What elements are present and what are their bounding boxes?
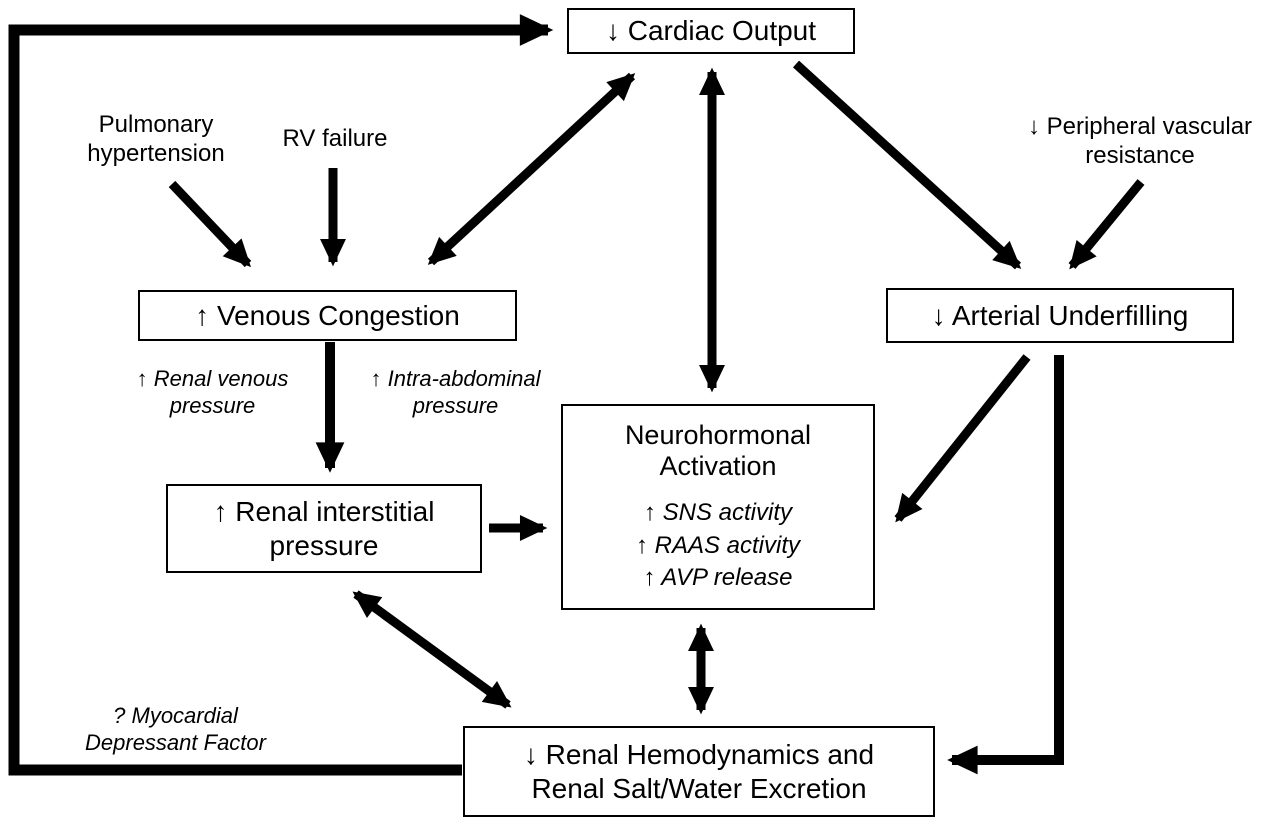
node-venous-congestion: ↑ Venous Congestion: [138, 290, 517, 341]
renal-interstitial-line2: pressure: [269, 529, 379, 561]
intra-abdominal-line1: ↑ Intra-abdominal: [370, 366, 541, 391]
node-venous-congestion-label: ↑ Venous Congestion: [195, 299, 460, 331]
arrow-pulmonary-to-venous: [168, 180, 252, 268]
myocardial-line1: ? Myocardial: [113, 703, 238, 728]
neurohormonal-item-sns: ↑ SNS activity: [643, 499, 792, 527]
node-arterial-underfilling: ↓ Arterial Underfilling: [886, 288, 1234, 343]
arrow-arterial-to-renal-hemodynamics: [947, 355, 1064, 775]
pulmonary-line2: hypertension: [87, 140, 225, 168]
neurohormonal-item-avp: ↑ AVP release: [643, 564, 793, 592]
node-renal-hemodynamics: ↓ Renal Hemodynamics and Renal Salt/Wate…: [463, 726, 935, 817]
rv-failure-text: RV failure: [282, 125, 388, 152]
renal-hemodynamics-line2: Renal Salt/Water Excretion: [531, 772, 867, 804]
label-myocardial-depressant-factor: ? Myocardial Depressant Factor: [68, 703, 283, 757]
neurohormonal-title-line2: Activation: [659, 451, 777, 482]
neurohormonal-item-raas: ↑ RAAS activity: [635, 531, 801, 559]
node-neurohormonal-activation: Neurohormonal Activation ↑ SNS activity …: [561, 404, 875, 610]
neurohormonal-title-line1: Neurohormonal: [624, 419, 812, 450]
arrow-peripheral-to-arterial: [1068, 179, 1145, 270]
arrow-arterial-to-neurohormonal: [894, 354, 1031, 523]
renal-hemodynamics-line1: ↓ Renal Hemodynamics and: [523, 739, 875, 771]
renal-venous-line2: pressure: [169, 392, 256, 418]
renal-interstitial-line1: ↑ Renal interstitial: [213, 496, 435, 528]
arrow-cardiac-venous-bidirectional: [427, 72, 636, 266]
label-intra-abdominal-pressure: ↑ Intra-abdominal pressure: [343, 366, 568, 420]
pulmonary-line1: Pulmonary: [98, 111, 214, 138]
node-renal-interstitial-pressure: ↑ Renal interstitial pressure: [166, 484, 482, 573]
label-peripheral-vascular-resistance: ↓ Peripheral vascular resistance: [990, 112, 1280, 171]
node-cardiac-output: ↓ Cardiac Output: [567, 8, 855, 54]
label-pulmonary-hypertension: Pulmonary hypertension: [56, 110, 256, 169]
label-rv-failure: RV failure: [255, 124, 415, 153]
peripheral-line2: resistance: [1085, 142, 1195, 170]
arrow-feedback-myocardial-depressant: [8, 14, 554, 776]
renal-venous-line1: ↑ Renal venous: [136, 366, 289, 391]
myocardial-line2: Depressant Factor: [85, 729, 266, 755]
node-arterial-underfilling-label: ↓ Arterial Underfilling: [931, 299, 1189, 331]
label-renal-venous-pressure: ↑ Renal venous pressure: [105, 366, 320, 420]
node-cardiac-output-label: ↓ Cardiac Output: [605, 15, 817, 47]
arrow-cardiac-to-arterial: [792, 60, 1022, 270]
peripheral-line1: ↓ Peripheral vascular: [1027, 113, 1253, 140]
arrow-interstitial-renal-bidirectional: [352, 590, 512, 709]
intra-abdominal-line2: pressure: [412, 392, 499, 418]
